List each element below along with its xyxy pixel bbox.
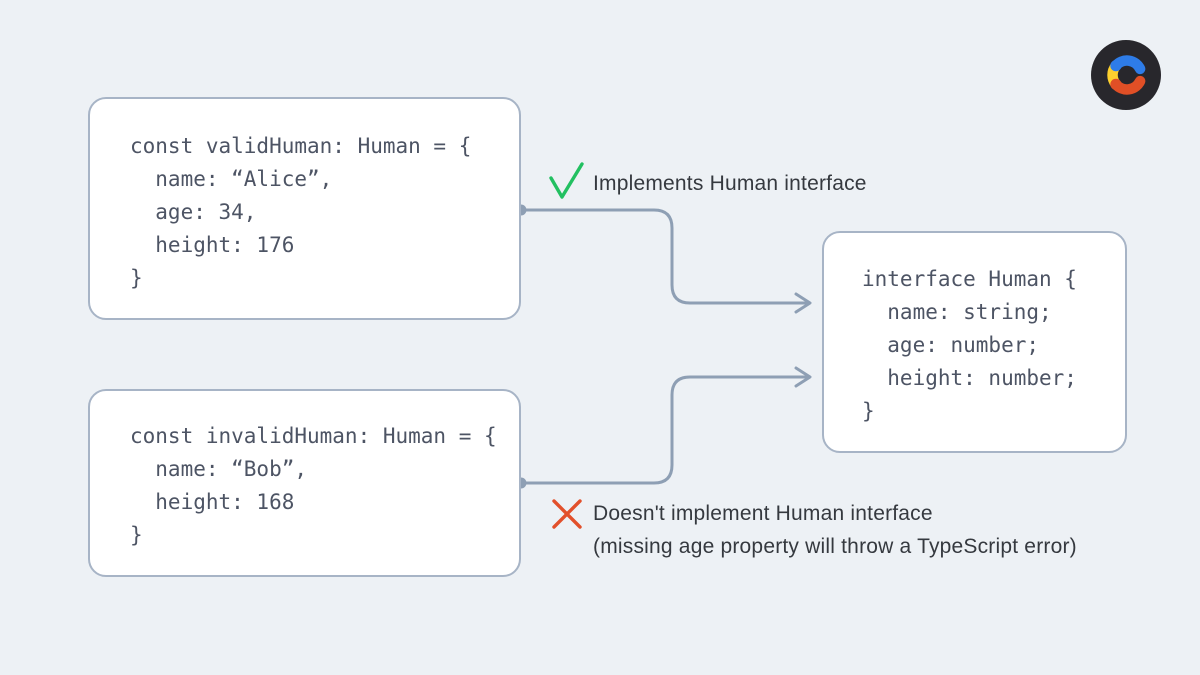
check-icon xyxy=(549,162,584,199)
annotation-valid-label: Implements Human interface xyxy=(593,172,867,195)
logo-blue-dot xyxy=(1110,60,1122,72)
code-line: const invalidHuman: Human = { xyxy=(130,424,497,448)
cross-icon xyxy=(552,499,582,529)
code-line: height: 176 xyxy=(130,233,295,257)
code-line: name: string; xyxy=(862,300,1052,324)
logo-red-dot xyxy=(1110,78,1122,90)
annotation-invalid-line1: Doesn't implement Human interface xyxy=(593,502,933,525)
code-box-human-interface: interface Human { name: string; age: num… xyxy=(822,231,1127,453)
annotation-invalid-label: Doesn't implement Human interface (missi… xyxy=(593,497,1077,563)
code-line: } xyxy=(862,399,875,423)
code-line: name: “Bob”, xyxy=(130,457,308,481)
code-line: } xyxy=(130,266,143,290)
code-line: interface Human { xyxy=(862,267,1077,291)
code-line: age: number; xyxy=(862,333,1040,357)
connector-invalid-to-interface xyxy=(519,375,810,485)
connector-valid-to-interface xyxy=(519,208,810,305)
code-line: name: “Alice”, xyxy=(130,167,333,191)
arrowhead-valid xyxy=(794,292,812,314)
code-box-valid-human: const validHuman: Human = { name: “Alice… xyxy=(88,97,521,320)
arrowhead-invalid xyxy=(794,366,812,388)
code-line: height: 168 xyxy=(130,490,295,514)
annotation-invalid-line2: (missing age property will throw a TypeS… xyxy=(593,535,1077,558)
code-line: age: 34, xyxy=(130,200,257,224)
code-line: const validHuman: Human = { xyxy=(130,134,472,158)
contentful-logo xyxy=(1091,40,1161,110)
code-line: } xyxy=(130,523,143,547)
code-box-invalid-human: const invalidHuman: Human = { name: “Bob… xyxy=(88,389,521,577)
code-line: height: number; xyxy=(862,366,1077,390)
